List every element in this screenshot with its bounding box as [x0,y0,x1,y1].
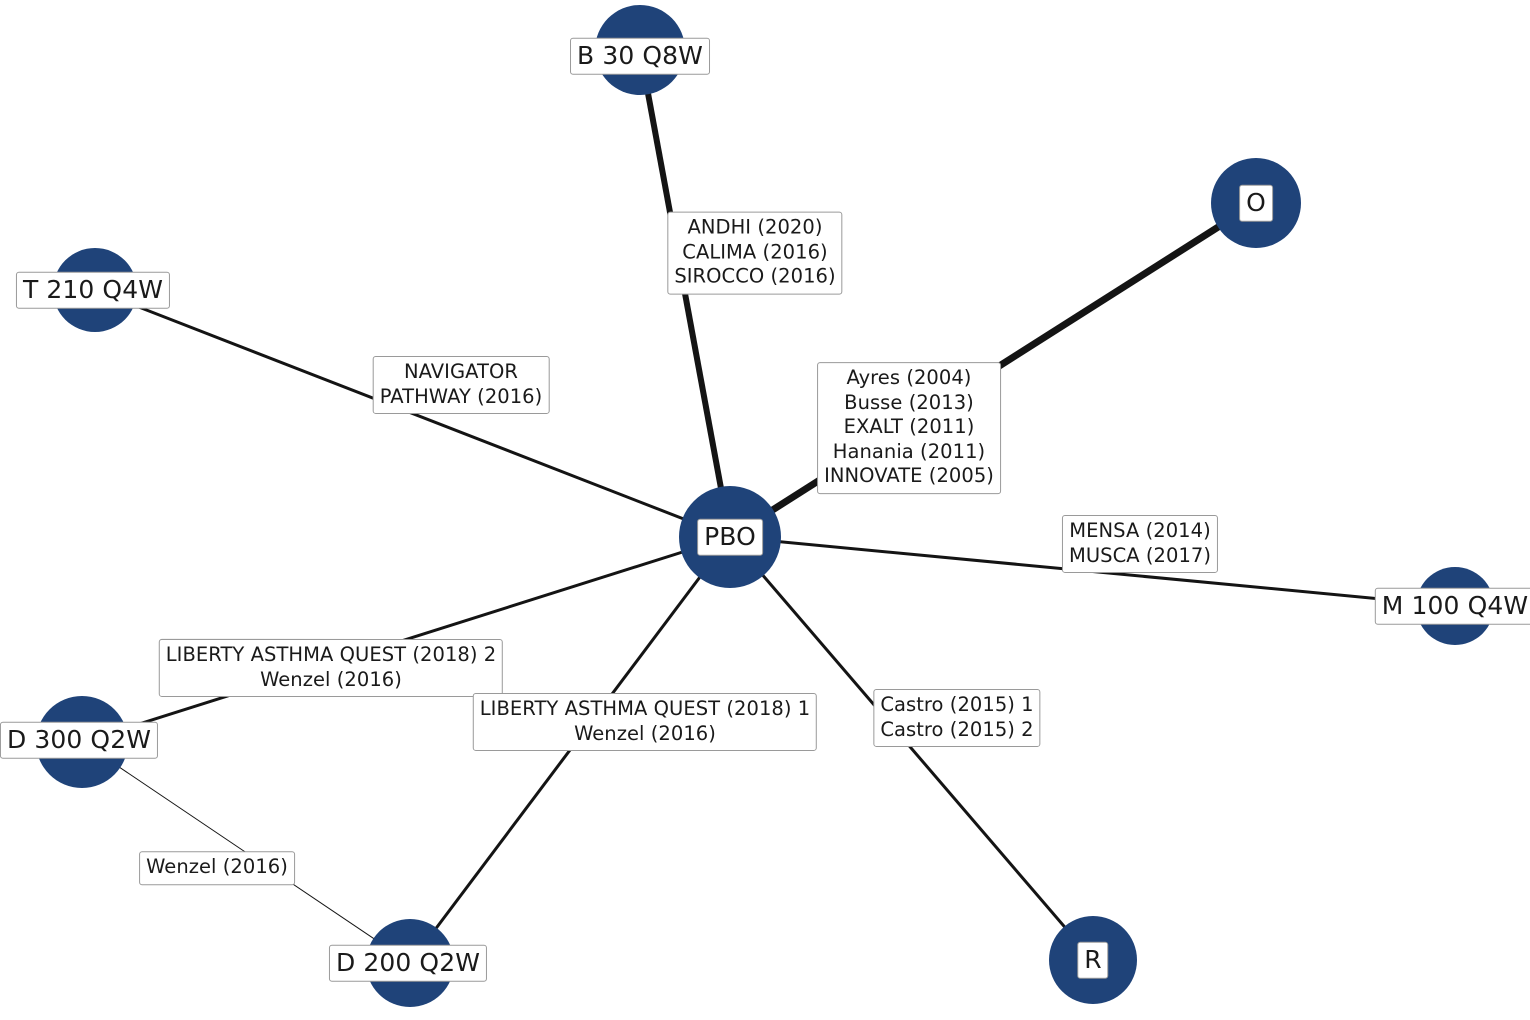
node-label-t210q4w: T 210 Q4W [15,271,171,309]
edge-pbo-r[interactable] [728,536,1095,961]
edge-label-pbo-m100q4w: MENSA (2014)MUSCA (2017) [1061,514,1219,574]
study-entry: MENSA (2014) [1069,518,1211,542]
study-entry: NAVIGATOR [404,359,518,383]
edge-label-d300q2w-d200q2w: Wenzel (2016) [139,851,295,885]
study-entry: MUSCA (2017) [1068,543,1212,567]
node-label-o: O [1239,184,1273,222]
study-entry: Castro (2015) 1 [880,692,1034,716]
study-entry: Wenzel (2016) [146,855,288,879]
study-entry: LIBERTY ASTHMA QUEST (2018) 1 [479,696,811,720]
node-label-pbo: PBO [697,518,763,556]
study-entry: Ayres (2004) [846,366,972,390]
study-entry: Hanania (2011) [832,439,986,463]
node-label-b30q8w: B 30 Q8W [570,37,710,75]
study-entry: ANDHI (2020) [687,215,823,239]
study-entry: SIROCCO (2016) [674,264,836,288]
study-entry: Wenzel (2016) [574,721,716,745]
node-label-m100q4w: M 100 Q4W [1374,587,1530,625]
edge-label-pbo-o: Ayres (2004)Busse (2013)EXALT (2011)Hana… [817,362,1001,494]
study-entry: Castro (2015) 2 [880,717,1034,741]
study-entry: INNOVATE (2005) [824,464,994,488]
study-entry: Busse (2013) [844,390,974,414]
node-label-d300q2w: D 300 Q2W [0,721,159,759]
study-entry: Wenzel (2016) [260,667,402,691]
study-entry: LIBERTY ASTHMA QUEST (2018) 2 [165,642,497,666]
node-label-d200q2w: D 200 Q2W [328,944,488,982]
study-entry: CALIMA (2016) [682,240,828,264]
edge-label-pbo-b30q8w: ANDHI (2020)CALIMA (2016)SIROCCO (2016) [667,211,843,295]
study-entry: EXALT (2011) [843,415,975,439]
study-entry: PATHWAY (2016) [379,384,543,408]
node-label-r: R [1077,941,1109,979]
